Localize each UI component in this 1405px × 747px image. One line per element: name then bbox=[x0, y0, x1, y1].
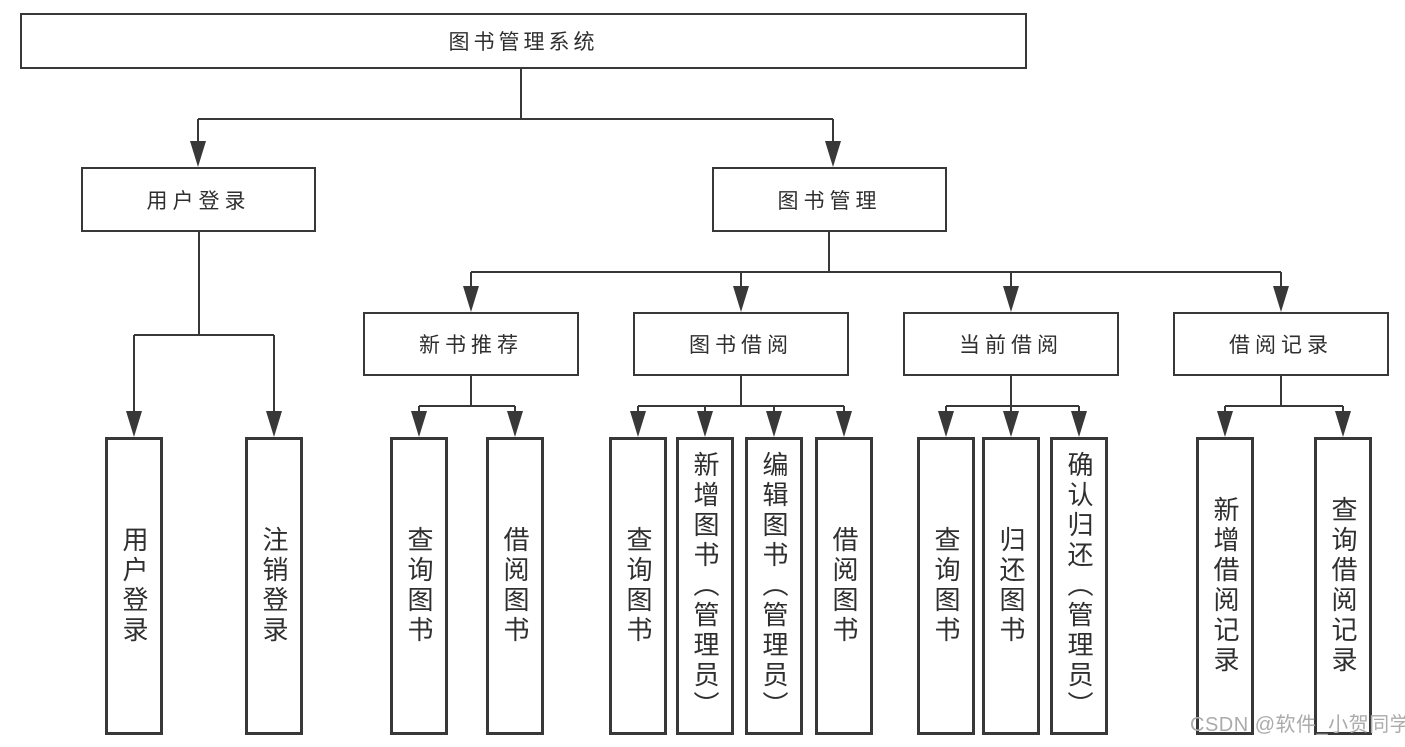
leaf-borrow-books-label: 借阅图书 bbox=[829, 526, 859, 646]
node-user-login-label: 用户登录 bbox=[146, 189, 251, 213]
leaf-logout-label: 注销登录 bbox=[259, 526, 289, 646]
node-root-label: 图书管理系统 bbox=[448, 31, 599, 54]
leaf-confirm-return-admin-label: 确认归还（管理员） bbox=[1064, 451, 1094, 721]
node-user-login: 用户登录 bbox=[81, 167, 316, 232]
node-new-book-recommend: 新书推荐 bbox=[363, 312, 579, 376]
leaf-query-books-recommend: 查询图书 bbox=[390, 437, 448, 735]
node-book-borrow: 图书借阅 bbox=[633, 312, 849, 376]
leaf-logout: 注销登录 bbox=[245, 437, 303, 735]
leaf-add-borrow-record: 新增借阅记录 bbox=[1196, 437, 1254, 735]
node-book-management-label: 图书管理 bbox=[777, 189, 882, 213]
leaf-borrow-books-recommend: 借阅图书 bbox=[486, 437, 544, 735]
leaf-edit-book-admin-label: 编辑图书（管理员） bbox=[759, 451, 789, 721]
leaf-query-borrow-record-label: 查询借阅记录 bbox=[1328, 496, 1358, 676]
leaf-user-login-label: 用户登录 bbox=[119, 526, 149, 646]
node-borrow-records: 借阅记录 bbox=[1173, 312, 1389, 376]
leaf-query-books-current: 查询图书 bbox=[917, 437, 975, 735]
leaf-return-book-label: 归还图书 bbox=[996, 526, 1026, 646]
csdn-watermark: CSDN @软件_小贺同学 bbox=[1190, 714, 1405, 736]
node-new-book-recommend-label: 新书推荐 bbox=[419, 334, 523, 357]
leaf-query-books-recommend-label: 查询图书 bbox=[404, 526, 434, 646]
leaf-add-book-admin-label: 新增图书（管理员） bbox=[690, 451, 720, 721]
node-book-management: 图书管理 bbox=[712, 167, 947, 232]
leaf-return-book: 归还图书 bbox=[982, 437, 1040, 735]
arrowheads bbox=[126, 141, 1351, 437]
leaf-query-books-borrow: 查询图书 bbox=[609, 437, 667, 735]
leaf-user-login: 用户登录 bbox=[105, 437, 163, 735]
node-current-borrow: 当前借阅 bbox=[903, 312, 1119, 376]
leaf-query-borrow-record: 查询借阅记录 bbox=[1314, 437, 1372, 735]
leaf-borrow-books-recommend-label: 借阅图书 bbox=[500, 526, 530, 646]
leaf-query-books-current-label: 查询图书 bbox=[931, 526, 961, 646]
node-root: 图书管理系统 bbox=[20, 13, 1027, 69]
connector-shafts bbox=[133, 69, 1344, 415]
node-current-borrow-label: 当前借阅 bbox=[959, 334, 1063, 357]
node-book-borrow-label: 图书借阅 bbox=[689, 334, 793, 357]
leaf-edit-book-admin: 编辑图书（管理员） bbox=[745, 437, 803, 735]
leaf-confirm-return-admin: 确认归还（管理员） bbox=[1050, 437, 1108, 735]
node-borrow-records-label: 借阅记录 bbox=[1229, 334, 1333, 357]
leaf-add-book-admin: 新增图书（管理员） bbox=[676, 437, 734, 735]
leaf-add-borrow-record-label: 新增借阅记录 bbox=[1210, 496, 1240, 676]
leaf-borrow-books: 借阅图书 bbox=[815, 437, 873, 735]
leaf-query-books-borrow-label: 查询图书 bbox=[623, 526, 653, 646]
